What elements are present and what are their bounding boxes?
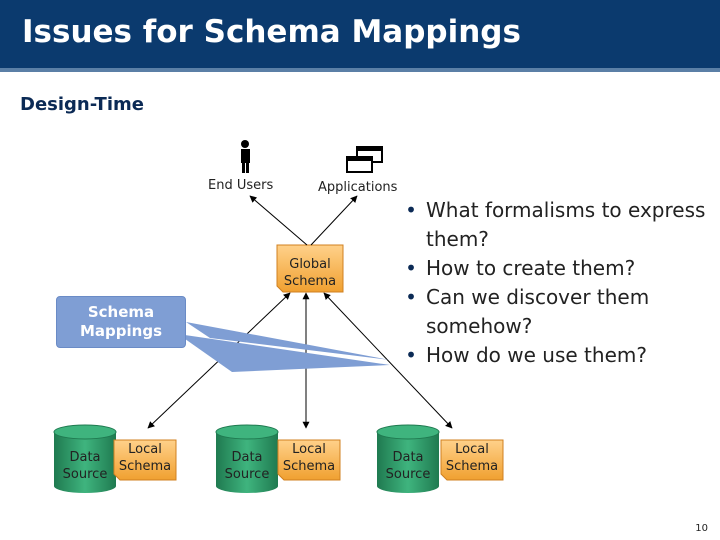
end-user-icon [241, 140, 250, 173]
mappings-pointer-upper [186, 322, 390, 360]
applications-icon [346, 146, 383, 173]
mappings-pointer-lower [178, 334, 390, 372]
section-heading: Design-Time [20, 94, 144, 115]
arrow-source-3 [323, 292, 453, 429]
local-schema-3-label: Local Schema [445, 442, 499, 474]
slide-title: Issues for Schema Mappings [22, 14, 521, 50]
bullet-create: How to create them? [396, 254, 720, 283]
data-source-1 [53, 424, 177, 493]
data-source-2 [215, 424, 341, 493]
title-underline [0, 68, 720, 72]
issues-list: What formalisms to express them? How to … [396, 196, 720, 370]
data-source-3-label: Data Source [385, 450, 431, 482]
local-schema-1-label: Local Schema [118, 442, 172, 474]
title-bar: Issues for Schema Mappings [0, 0, 720, 72]
arrow-to-end-users [249, 195, 308, 246]
data-source-3 [376, 424, 504, 493]
bullet-formalisms: What formalisms to express them? [396, 196, 720, 254]
bullet-use: How do we use them? [396, 341, 720, 370]
local-schema-2-label: Local Schema [282, 442, 336, 474]
data-source-2-label: Data Source [224, 450, 270, 482]
data-source-1-label: Data Source [62, 450, 108, 482]
global-schema-label: Global Schema [283, 257, 337, 289]
applications-label: Applications [318, 180, 398, 195]
schema-mappings-callout: Schema Mappings [56, 296, 186, 348]
bullet-discover: Can we discover them somehow? [396, 283, 720, 341]
end-users-label: End Users [208, 178, 274, 193]
global-schema-box [276, 244, 344, 293]
arrow-to-applications [310, 195, 358, 246]
page-number: 10 [695, 523, 708, 534]
